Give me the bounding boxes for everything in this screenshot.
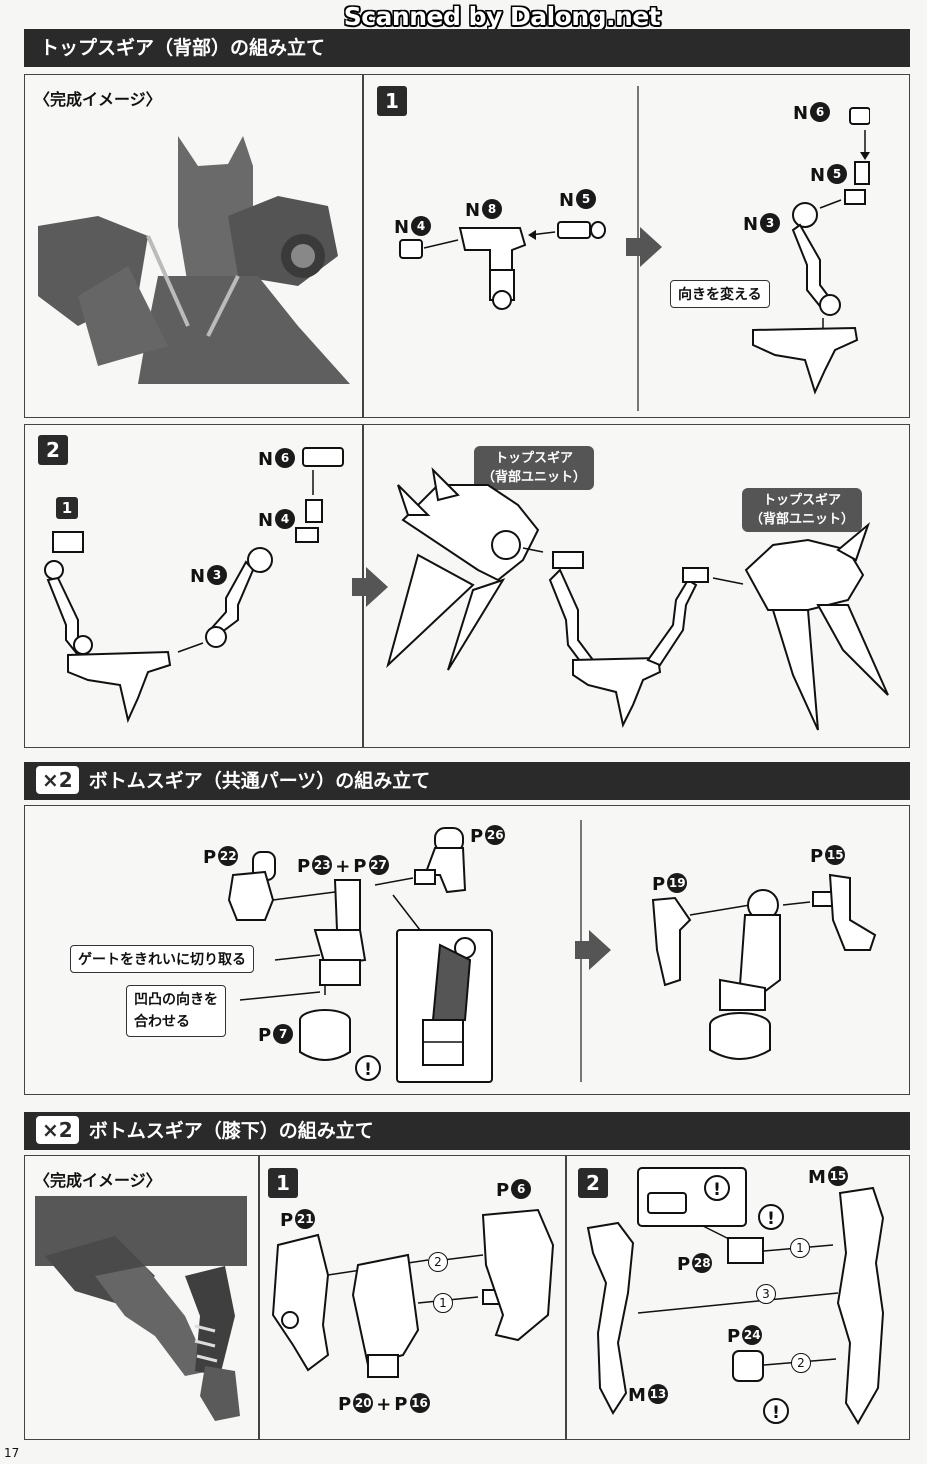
flow-arrow-head bbox=[589, 930, 611, 970]
step1-parts-diagram-b bbox=[752, 107, 870, 395]
part-number-badge: 6 bbox=[275, 448, 296, 468]
watermark: Scanned by Dalong.net bbox=[343, 2, 661, 31]
knee-step2-diagram bbox=[586, 1167, 885, 1425]
flow-arrow bbox=[626, 238, 640, 256]
caution-icon: ! bbox=[763, 1398, 789, 1424]
part-number-badge: 24 bbox=[742, 1325, 763, 1345]
image-caption: 〈完成イメージ〉 bbox=[34, 1171, 162, 1190]
knee-step1-diagram bbox=[271, 1208, 555, 1378]
step-number: 2 bbox=[578, 1168, 608, 1198]
assembled-back-unit-diagram bbox=[386, 467, 889, 731]
part-number-badge: 6 bbox=[511, 1179, 532, 1199]
order-number-3: 3 bbox=[756, 1284, 776, 1304]
section-title-text: トップスギア（背部）の組み立て bbox=[40, 37, 326, 59]
sub-step-reference: 1 bbox=[56, 497, 78, 519]
caution-icon: ! bbox=[758, 1204, 784, 1230]
caution-icon: ! bbox=[355, 1055, 381, 1081]
quantity-badge: ×2 bbox=[36, 1115, 79, 1144]
step2-parts-diagram bbox=[44, 447, 344, 724]
completed-leg-illustration bbox=[35, 1196, 247, 1421]
page-number: 17 bbox=[4, 1446, 20, 1460]
caution-icon: ! bbox=[704, 1175, 730, 1201]
part-number-badge: 13 bbox=[647, 1384, 668, 1404]
section-title-bottoms-gear-common: ×2 ボトムスギア（共通パーツ）の組み立て bbox=[24, 762, 910, 800]
part-number-badge: 27 bbox=[368, 855, 389, 875]
part-number-badge: 3 bbox=[760, 213, 781, 233]
flow-arrow-head bbox=[640, 227, 662, 267]
section-title-bottoms-gear-knee: ×2 ボトムスギア（膝下）の組み立て bbox=[24, 1112, 910, 1150]
order-number-2: 2 bbox=[791, 1353, 811, 1373]
part-number-badge: 22 bbox=[218, 846, 239, 866]
part-number-badge: 16 bbox=[409, 1393, 430, 1413]
order-number-1: 1 bbox=[433, 1293, 453, 1313]
part-number-badge: 4 bbox=[275, 509, 296, 529]
part-number-badge: 5 bbox=[827, 164, 848, 184]
note-change-direction: 向きを変える bbox=[670, 280, 770, 308]
image-caption: 〈完成イメージ〉 bbox=[34, 90, 162, 109]
flow-arrow bbox=[352, 578, 366, 596]
part-number-badge: 23 bbox=[312, 855, 333, 875]
part-number-badge: 15 bbox=[825, 845, 846, 865]
flow-arrow-head bbox=[366, 567, 388, 607]
part-number-badge: 19 bbox=[667, 873, 688, 893]
section-title-text: ボトムスギア（共通パーツ）の組み立て bbox=[88, 770, 431, 792]
section-title-text: ボトムスギア（膝下）の組み立て bbox=[88, 1120, 374, 1142]
note-align-direction: 凹凸の向きを 合わせる bbox=[126, 985, 226, 1037]
part-number-badge: 20 bbox=[353, 1393, 374, 1413]
completed-image-photo bbox=[38, 126, 350, 384]
order-number-2: 2 bbox=[428, 1252, 448, 1272]
divider bbox=[362, 75, 364, 417]
step1-parts-diagram-a bbox=[399, 221, 606, 310]
common-assembled-diagram bbox=[651, 873, 877, 1060]
divider bbox=[565, 1156, 567, 1439]
part-number-badge: 26 bbox=[485, 825, 506, 845]
divider bbox=[258, 1156, 260, 1439]
flow-arrow bbox=[575, 941, 589, 959]
completed-image-photo bbox=[35, 1196, 247, 1426]
quantity-badge: ×2 bbox=[36, 765, 79, 794]
section-title-tops-gear: トップスギア（背部）の組み立て bbox=[24, 29, 910, 67]
part-number-badge: 15 bbox=[827, 1166, 848, 1186]
label-back-unit-right: トップスギア （背部ユニット） bbox=[742, 488, 863, 532]
completed-figure-illustration bbox=[38, 136, 350, 384]
order-number-1: 1 bbox=[790, 1238, 810, 1258]
step-number: 1 bbox=[377, 86, 407, 116]
part-number-badge: 8 bbox=[482, 199, 503, 219]
part-number-badge: 7 bbox=[273, 1024, 294, 1044]
common-parts-diagram bbox=[227, 827, 493, 1083]
part-number-badge: 4 bbox=[411, 216, 432, 236]
step-number: 2 bbox=[38, 435, 68, 465]
part-number-badge: 5 bbox=[576, 189, 597, 209]
label-back-unit-left: トップスギア （背部ユニット） bbox=[474, 446, 595, 490]
step-number: 1 bbox=[268, 1168, 298, 1198]
part-number-badge: 3 bbox=[207, 565, 228, 585]
part-number-badge: 21 bbox=[295, 1209, 316, 1229]
note-cut-gate: ゲートをきれいに切り取る bbox=[70, 945, 254, 973]
part-number-badge: 28 bbox=[692, 1253, 713, 1273]
part-number-badge: 6 bbox=[810, 102, 831, 122]
